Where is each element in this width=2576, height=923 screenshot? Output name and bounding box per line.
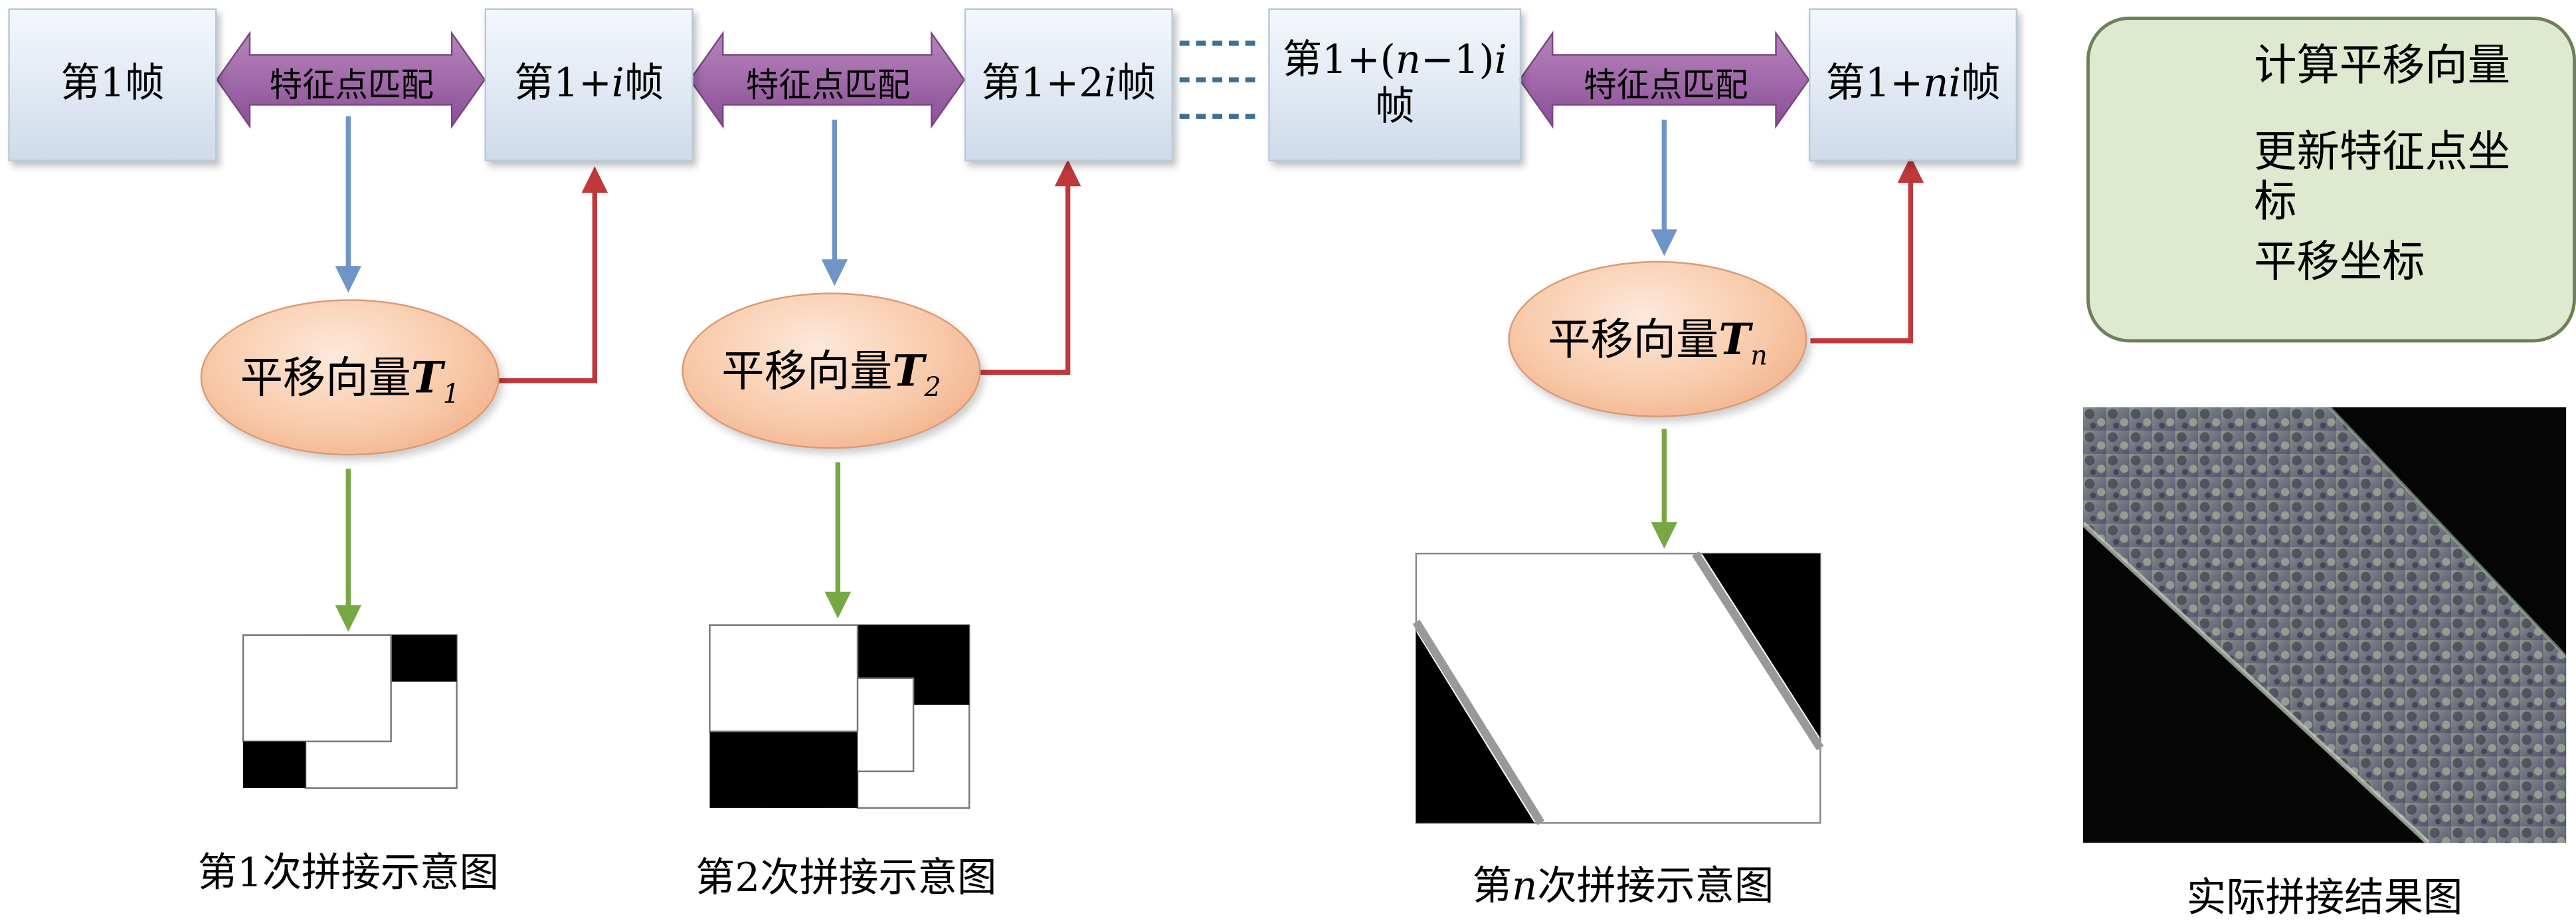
frame-1-plus-ni: 第1+ni帧 (1808, 8, 2018, 161)
translation-vector-n: 平移向量Tn (1508, 260, 1807, 417)
legend-item-update: 更新特征点坐标 (2254, 128, 2511, 228)
stitch-result-image (2083, 407, 2567, 843)
translation-vector-1: 平移向量T1 (200, 299, 500, 456)
caption-stitch-n: 第n次拼接示意图 (1472, 863, 1774, 910)
red-arrowheads (581, 156, 1924, 193)
caption-result: 实际拼接结果图 (2186, 874, 2463, 921)
blue-arrows (335, 116, 1678, 293)
legend-item-compute: 计算平移向量 (2254, 41, 2511, 92)
caption-stitch-2: 第2次拼接示意图 (695, 854, 997, 901)
match-label-1: 特征点匹配 (269, 64, 434, 105)
frame-1: 第1帧 (8, 8, 217, 161)
caption-stitch-1: 第1次拼接示意图 (197, 849, 499, 896)
green-arrows (335, 429, 1678, 632)
frame-1-plus-i: 第1+i帧 (484, 8, 693, 161)
stitch-schematic-2 (709, 624, 970, 809)
frame-1-plus-2i: 第1+2i帧 (964, 8, 1173, 161)
ellipsis-dashes (1179, 41, 1259, 119)
match-label-2: 特征点匹配 (745, 64, 911, 105)
translation-vector-2: 平移向量T2 (682, 292, 981, 449)
match-arrow-3 (1518, 31, 1810, 130)
legend-item-translate: 平移坐标 (2254, 237, 2425, 288)
frame-1-plus-n-minus-1-i: 第1+(n−1)i 帧 (1268, 8, 1522, 161)
legend (2086, 17, 2576, 343)
stitch-schematic-1 (242, 634, 458, 789)
match-label-3: 特征点匹配 (1584, 64, 1748, 105)
red-arrows (492, 179, 1914, 383)
stitch-schematic-n (1412, 551, 1824, 825)
